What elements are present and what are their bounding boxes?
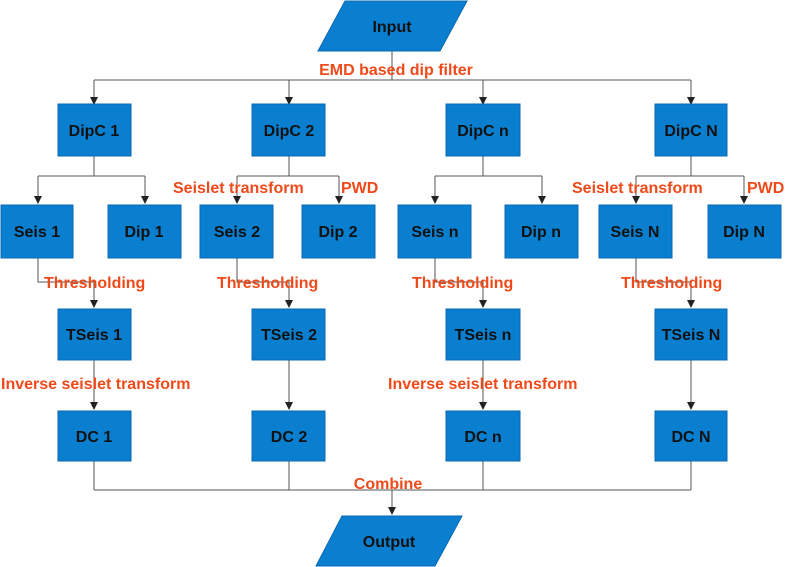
seis-N-label: Seis N [611,224,660,241]
seis-n-node [397,204,472,259]
tseis-N-label: TSeis N [662,327,721,344]
input-node [317,0,468,52]
inverse-seislet-label-n: Inverse seislet transform [388,376,577,393]
tseis-1-node [57,308,132,361]
dipc-1-node [57,103,132,157]
dipc-n-node [445,103,521,157]
dipc-N-node [654,103,728,157]
dc-1-node [57,410,132,462]
inverse-seislet-label-1: Inverse seislet transform [1,376,190,393]
dip-N-label: Dip N [723,224,765,241]
dc-2-node [251,410,326,462]
pwd-label-N: PWD [747,180,784,197]
emd-dip-filter-label: EMD based dip filter [319,62,473,79]
dipc-N-label: DipC N [664,123,717,140]
dc-n-label: DC n [464,429,501,446]
pwd-label-2: PWD [341,180,378,197]
dip-n-label: Dip n [521,224,561,241]
tseis-n-label: TSeis n [455,327,512,344]
arrow-seis-n-to-tseis-n [434,258,487,308]
arrow-seis-1-to-tseis-1 [37,258,98,308]
dip-N-node [707,204,782,259]
arrow-seis-N-to-tseis-N [635,258,695,308]
seis-2-node [199,204,274,259]
seis-2-label: Seis 2 [214,224,260,241]
dip-2-label: Dip 2 [318,224,357,241]
seis-1-label: Seis 1 [14,224,60,241]
seislet-transform-label-2: Seislet transform [173,180,304,197]
connectors [34,50,748,515]
tseis-2-label: TSeis 2 [261,327,317,344]
tseis-2-node [251,308,326,361]
dip-n-node [504,204,579,259]
thresholding-label-N: Thresholding [621,275,722,292]
dipc-2-label: DipC 2 [264,123,315,140]
dip-1-node [107,204,182,259]
seis-n-label: Seis n [411,224,458,241]
thresholding-label-2: Thresholding [217,275,318,292]
arrow-seis-2-to-tseis-2 [236,258,293,308]
step-labels: EMD based dip filter Seislet transform P… [1,62,784,493]
dipc-n-label: DipC n [457,123,509,140]
dc-2-label: DC 2 [271,429,308,446]
dc-N-label: DC N [671,429,710,446]
thresholding-label-1: Thresholding [44,275,145,292]
dipc-1-label: DipC 1 [69,123,120,140]
combine-label: Combine [354,476,423,493]
thresholding-label-n: Thresholding [412,275,513,292]
seis-N-node [598,204,673,259]
node-labels: Input Output DipC 1 DipC 2 DipC n DipC N… [14,19,765,551]
output-node [315,515,463,567]
seis-1-node [0,204,74,259]
tseis-N-node [654,308,728,361]
dipc-2-node [251,103,326,157]
dc-1-label: DC 1 [76,429,113,446]
dc-N-node [654,410,728,462]
dip-1-label: Dip 1 [124,224,163,241]
tseis-n-node [445,308,521,361]
tseis-1-label: TSeis 1 [66,327,122,344]
dip-2-node [301,204,376,259]
input-label: Input [372,19,412,36]
seislet-transform-label-N: Seislet transform [572,180,703,197]
output-label: Output [363,534,416,551]
dc-n-node [445,410,521,462]
